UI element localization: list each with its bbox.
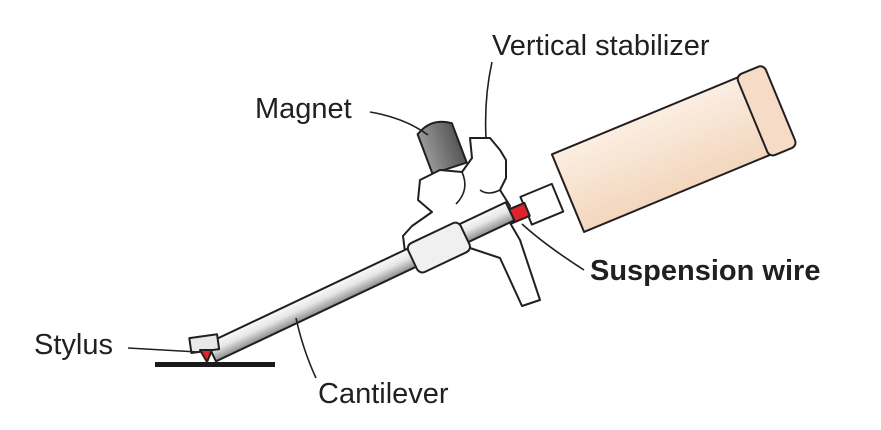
- label-stylus: Stylus: [34, 329, 113, 361]
- cantilever-tube: [206, 201, 516, 363]
- label-vertical-stabilizer: Vertical stabilizer: [492, 30, 710, 62]
- housing-cylinder: [550, 65, 797, 233]
- wire-collar: [519, 182, 565, 226]
- cantilever-sleeve: [406, 221, 471, 274]
- label-cantilever: Cantilever: [318, 378, 449, 410]
- stylus-tip: [199, 349, 213, 363]
- leader-stylus: [127, 347, 199, 353]
- label-suspension-wire: Suspension wire: [590, 255, 820, 287]
- magnet-block: [416, 120, 468, 175]
- leader-suspension-wire: [521, 223, 585, 271]
- leader-magnet: [369, 111, 429, 136]
- leader-vertical-stabilizer: [484, 61, 493, 139]
- record-surface: [155, 362, 275, 367]
- label-magnet: Magnet: [255, 93, 352, 125]
- leader-cantilever: [295, 317, 317, 379]
